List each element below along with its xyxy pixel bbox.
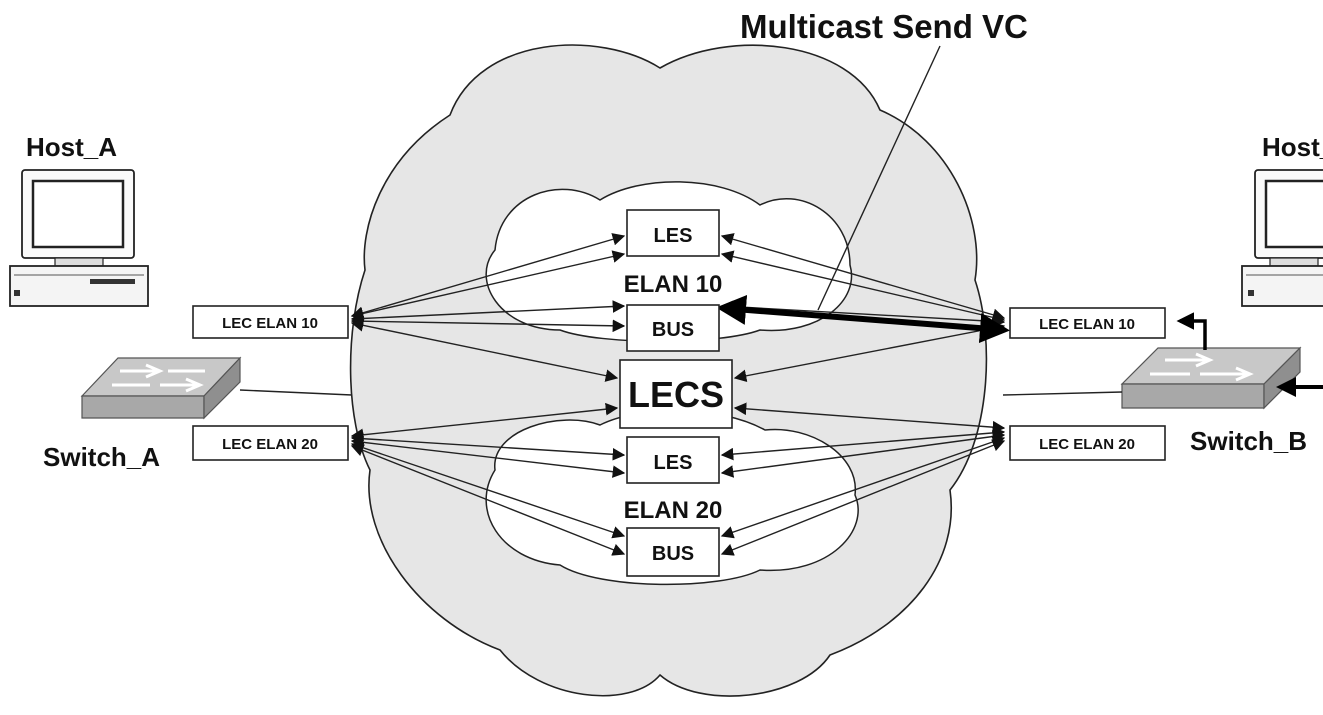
elan10-les-label: LES: [654, 225, 693, 247]
elan20-bus-label: BUS: [652, 543, 694, 565]
host-b-label: Host_B: [1262, 132, 1323, 162]
callout-label: Multicast Send VC: [740, 8, 1028, 45]
lecs-label: LECS: [628, 374, 724, 415]
elan10-les-box: [626, 209, 720, 257]
callout-pointer: [817, 45, 941, 311]
left-lec-elan10-box: [192, 305, 349, 339]
lecs-box: [619, 359, 733, 429]
switch-b-icon: [1120, 346, 1302, 410]
right-lec-elan20-label: LEC ELAN 20: [1039, 436, 1135, 453]
multicast-send-vc-line: [716, 294, 1010, 344]
switch-b-link: [1002, 391, 1123, 396]
switch-a-link: [239, 389, 353, 396]
elan20-name: ELAN 20: [624, 497, 723, 524]
switch-a-label: Switch_A: [43, 442, 160, 472]
host-a-label: Host_A: [26, 132, 117, 162]
elan20-bus-box: [626, 527, 720, 577]
switch-a-icon: [80, 356, 242, 420]
host-b-computer-icon: [1241, 169, 1323, 307]
switch-b-up-arrow: [1176, 312, 1207, 350]
left-lec-elan10-label: LEC ELAN 10: [222, 315, 318, 332]
left-lec-elan20-label: LEC ELAN 20: [222, 436, 318, 453]
elan10-bus-label: BUS: [652, 319, 694, 341]
right-elan20-connections: [720, 402, 1006, 556]
right-lec-elan10-label: LEC ELAN 10: [1039, 316, 1135, 333]
left-elan20-connections: [350, 402, 626, 556]
left-elan10-connections: [350, 233, 626, 382]
left-lec-elan20-box: [192, 425, 349, 461]
switch-b-label: Switch_B: [1190, 426, 1307, 456]
elan10-name: ELAN 10: [624, 271, 723, 298]
elan10-bus-box: [626, 304, 720, 352]
elan20-les-label: LES: [654, 452, 693, 474]
right-lec-elan20-box: [1009, 425, 1166, 461]
right-lec-elan10-box: [1009, 307, 1166, 339]
host-a-computer-icon: [9, 169, 149, 307]
elan20-les-box: [626, 436, 720, 484]
